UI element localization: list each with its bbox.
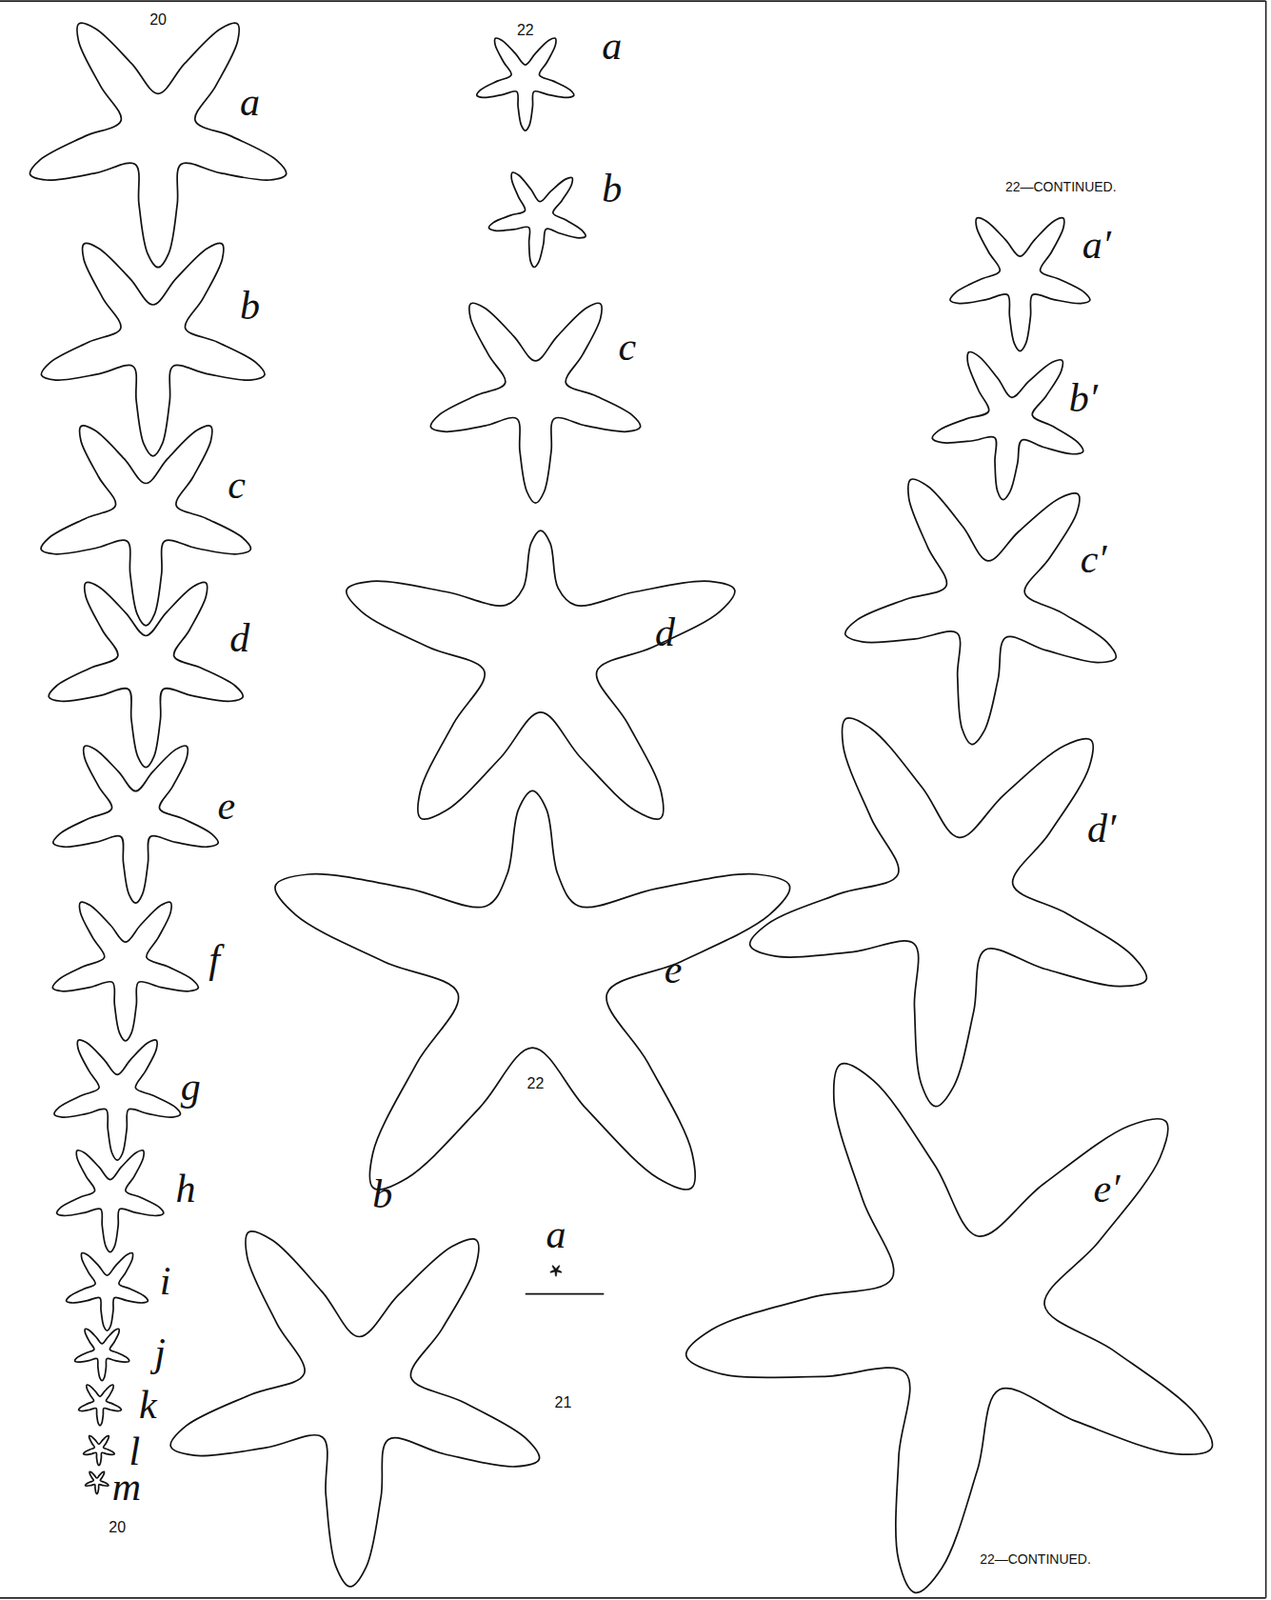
starfish-outline <box>83 1434 116 1465</box>
figure-letter: k <box>139 1384 158 1425</box>
figure-letter: m <box>112 1466 141 1507</box>
starfish-outline <box>750 717 1148 1107</box>
starfish-outline <box>346 530 735 819</box>
figure-letter: i <box>159 1260 172 1301</box>
starfish-outline <box>66 1252 149 1331</box>
frame-line <box>0 1596 1267 1599</box>
starfish-outline <box>275 790 791 1189</box>
starfish-outline <box>170 1231 539 1587</box>
starfish-outline <box>686 1063 1213 1593</box>
figure-letter: b <box>601 168 622 209</box>
figure-letter: j <box>154 1331 166 1372</box>
frame-line <box>1265 0 1268 1598</box>
figure-letter: a <box>545 1213 566 1254</box>
starfish-outline <box>845 478 1117 744</box>
figure-letter: d <box>229 617 250 658</box>
starfish-outline <box>75 1328 130 1380</box>
figure-letter: c <box>227 464 246 505</box>
figure-letter: b′ <box>1069 377 1098 418</box>
figure-letter: l <box>129 1430 141 1471</box>
figure-letter: c′ <box>1080 538 1108 579</box>
figure-number: 22 <box>516 22 535 39</box>
starfish-outline <box>48 581 243 767</box>
starfish-outline <box>40 242 265 456</box>
figure-letter: c <box>618 326 637 367</box>
frame-line <box>0 0 1267 2</box>
figure-letter: b <box>239 285 260 326</box>
starfish-outline <box>85 1470 109 1493</box>
figure-number: 22—CONTINUED. <box>979 1551 1092 1566</box>
figure-letter: e′ <box>1093 1168 1121 1209</box>
figure-letter: g <box>180 1066 201 1107</box>
starfish-outline <box>950 218 1091 352</box>
figure-number: 21 <box>555 1394 573 1411</box>
figure-letter: d′ <box>1087 808 1116 849</box>
starfish-outline <box>550 1265 562 1277</box>
figure-letter: e <box>664 949 683 990</box>
starfish-outline <box>932 352 1084 500</box>
figure-letter: e <box>218 785 237 826</box>
starfish-outline <box>29 22 286 267</box>
figure-number: 20 <box>149 12 167 28</box>
starfish-outline <box>430 302 640 503</box>
figure-letter: a <box>239 81 260 122</box>
starfish-outline <box>57 1150 164 1252</box>
starfish-outline <box>476 38 575 131</box>
figure-number: 22 <box>527 1075 545 1092</box>
figure-number: 20 <box>108 1519 126 1535</box>
figure-letter: a′ <box>1082 224 1112 265</box>
figure-letter: a <box>601 25 622 66</box>
figure-number: 22—CONTINUED. <box>1005 179 1117 194</box>
figure-letter: d <box>655 612 676 653</box>
scale-line <box>525 1292 605 1295</box>
starfish-outline <box>53 745 219 903</box>
starfish-outline <box>40 425 251 626</box>
starfish-outline <box>79 1384 122 1426</box>
starfish-outline <box>54 1039 181 1160</box>
figure-letter: f <box>208 938 220 979</box>
starfish-outline <box>488 172 586 267</box>
starfish-outlines <box>29 22 1212 1592</box>
starfish-outline <box>52 901 199 1041</box>
figure-letter: h <box>176 1168 197 1209</box>
figure-letter: b <box>372 1173 393 1214</box>
